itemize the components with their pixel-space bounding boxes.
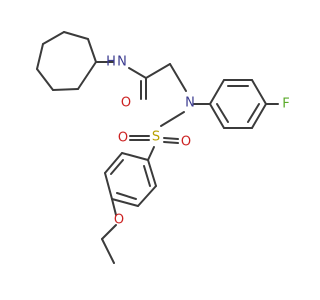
atom-o-carbonyl-label: O bbox=[121, 96, 131, 111]
bond-cyc-3 bbox=[42, 31, 65, 45]
bond-cyc-7 bbox=[77, 61, 97, 90]
atom-h-label: H bbox=[106, 55, 116, 70]
bond-fp-inner-3 bbox=[216, 103, 229, 123]
bond-ep-1 bbox=[121, 152, 149, 161]
bond-cyc-2 bbox=[63, 31, 89, 40]
bond-cyc-4 bbox=[36, 43, 44, 70]
bond-ep-inner-2 bbox=[116, 192, 137, 200]
atom-labels: N H O N S O O F O bbox=[106, 55, 290, 228]
bond-cyc-6 bbox=[52, 88, 79, 91]
bonds bbox=[36, 31, 279, 264]
bond-cyc-5 bbox=[36, 68, 54, 91]
bond-ch2-n bbox=[169, 63, 187, 92]
bond-s-o2-b bbox=[163, 141, 179, 144]
bond-ep-inner-3 bbox=[143, 165, 151, 187]
bond-ep-2 bbox=[104, 152, 123, 174]
atom-o-sulfonyl-right-label: O bbox=[181, 135, 191, 150]
bond-fp-inner-2 bbox=[247, 103, 260, 123]
bond-ep-6 bbox=[147, 159, 157, 187]
bond-o-ch2 bbox=[101, 224, 117, 240]
bond-ring-o bbox=[111, 198, 117, 216]
bond-n-s bbox=[160, 111, 185, 127]
atom-f-label: F bbox=[282, 97, 289, 112]
atom-o-ether-label: O bbox=[114, 213, 124, 228]
bond-ep-3 bbox=[104, 172, 113, 200]
bond-cyc-1 bbox=[87, 38, 97, 63]
atom-s-label: S bbox=[152, 130, 160, 145]
molecule-structure-diagram: N H O N S O O F O bbox=[36, 31, 290, 264]
bond-nh-c bbox=[128, 67, 147, 79]
atom-n-sulfonamide-label: N bbox=[185, 96, 195, 111]
bond-ep-5 bbox=[137, 185, 157, 207]
bond-c-ch2 bbox=[145, 63, 171, 79]
bond-fp-6 bbox=[209, 103, 225, 129]
atom-o-sulfonyl-left-label: O bbox=[118, 131, 128, 146]
bond-ep-4 bbox=[111, 198, 139, 207]
bond-fp-4 bbox=[251, 103, 267, 129]
bond-ep-inner-1 bbox=[110, 159, 124, 175]
bond-ch2-ch3 bbox=[101, 238, 115, 264]
bond-s-aryl bbox=[147, 146, 155, 161]
bond-fp-1 bbox=[209, 79, 225, 105]
bond-fp-3 bbox=[251, 79, 267, 105]
atom-n-amide-label: N bbox=[117, 55, 127, 70]
atom-nh: N H bbox=[106, 55, 127, 70]
bond-s-o2-a bbox=[163, 137, 179, 140]
